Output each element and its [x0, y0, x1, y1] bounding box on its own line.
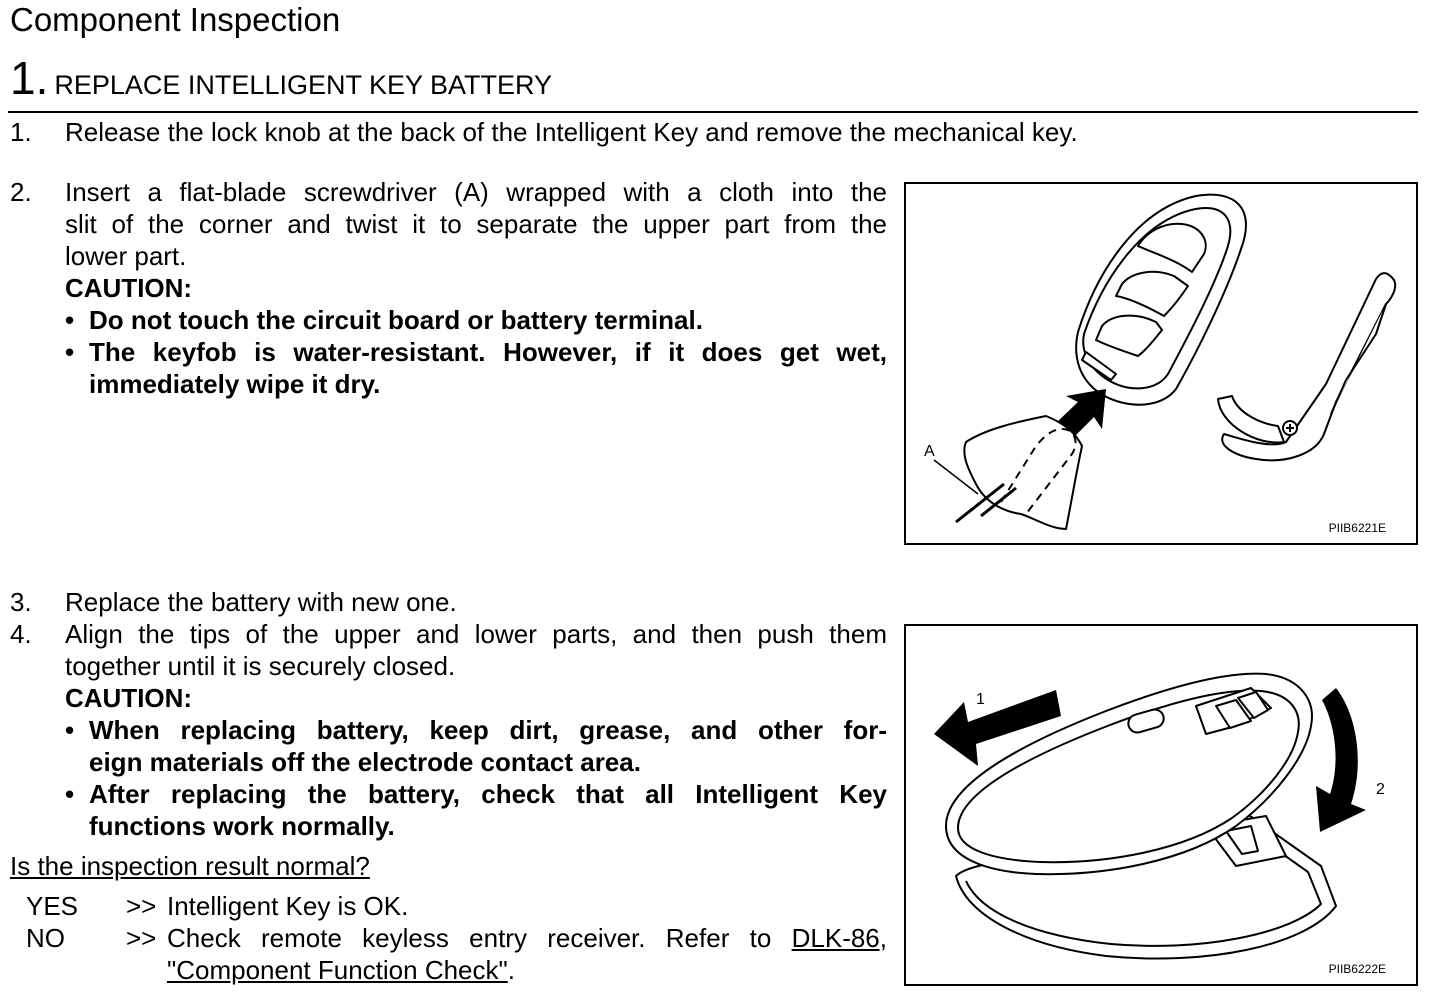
result-yes-text: Intelligent Key is OK.	[167, 891, 409, 921]
caution-2-bullet-1-line-1: When replacing battery, keep dirt, greas…	[89, 715, 887, 745]
instruction-2-number: 2.	[10, 177, 32, 207]
figure-close-keyfob: 1 2 PIIB6222E	[904, 624, 1418, 986]
caution-1-bullet-1: Do not touch the circuit board or batter…	[89, 305, 703, 335]
reference-link-dlk-86[interactable]: DLK-86,	[791, 923, 887, 953]
result-no-label: NO	[26, 923, 65, 953]
result-no-arrow: >>	[126, 923, 157, 953]
bullet-glyph: •	[65, 337, 75, 367]
result-no-text-line-2: "Component Function Check".	[167, 954, 515, 986]
callout-2: 2	[1376, 781, 1385, 798]
caution-2-bullet-2-line-1: After replacing the battery, check that …	[89, 779, 887, 809]
caution-1-bullet-2-line-2: immediately wipe it dry.	[89, 369, 381, 399]
instruction-4-line-1: Align the tips of the upper and lower pa…	[65, 619, 887, 649]
step-title: REPLACE INTELLIGENT KEY BATTERY	[54, 70, 553, 100]
section-title: Component Inspection	[10, 1, 341, 38]
instruction-2-line-3: lower part.	[65, 241, 187, 271]
keyfob-closing-illustration: 1 2	[934, 672, 1385, 960]
bullet-glyph: •	[65, 305, 75, 335]
result-yes-label: YES	[26, 891, 79, 921]
keyfob-separation-illustration: A	[924, 193, 1397, 530]
step-heading: 1.REPLACE INTELLIGENT KEY BATTERY	[10, 50, 552, 118]
instruction-4-number: 4.	[10, 619, 32, 649]
bullet-glyph: •	[65, 779, 75, 809]
figure-code: PIIB6221E	[1328, 521, 1386, 535]
caution-2-bullet-2-line-2: functions work normally.	[89, 811, 395, 841]
result-no-text: Check remote keyless entry receiver. Ref…	[167, 922, 887, 954]
inspection-question: Is the inspection result normal?	[10, 851, 370, 881]
result-no-text-before: Check remote keyless entry receiver. Ref…	[167, 923, 792, 953]
result-no-text-after: .	[507, 955, 515, 985]
instruction-3-number: 3.	[10, 587, 32, 617]
caution-heading-2: CAUTION:	[65, 683, 193, 713]
instruction-1-text: Release the lock knob at the back of the…	[65, 117, 1078, 147]
result-yes-arrow: >>	[126, 891, 157, 921]
reference-link-component-function-check[interactable]: "Component Function Check"	[167, 955, 508, 985]
instruction-1-number: 1.	[10, 117, 32, 147]
bullet-glyph: •	[65, 715, 75, 745]
figure-code: PIIB6222E	[1328, 962, 1386, 976]
heading-rule	[8, 111, 1418, 113]
caution-heading-1: CAUTION:	[65, 273, 193, 303]
instruction-2-line-1: Insert a flat-blade screwdriver (A) wrap…	[65, 177, 887, 207]
caution-2-bullet-1-line-2: eign materials off the electrode contact…	[89, 747, 641, 777]
callout-1: 1	[976, 691, 985, 708]
instruction-2-line-2: slit of the corner and twist it to separ…	[65, 209, 887, 239]
callout-a: A	[924, 443, 935, 460]
figure-open-keyfob: A PIIB6221E	[904, 182, 1418, 545]
caution-1-bullet-2-line-1: The keyfob is water-resistant. However, …	[89, 337, 887, 367]
instruction-4-line-2: together until it is securely closed.	[65, 651, 456, 681]
instruction-3-text: Replace the battery with new one.	[65, 587, 457, 617]
step-number: 1.	[10, 52, 49, 104]
